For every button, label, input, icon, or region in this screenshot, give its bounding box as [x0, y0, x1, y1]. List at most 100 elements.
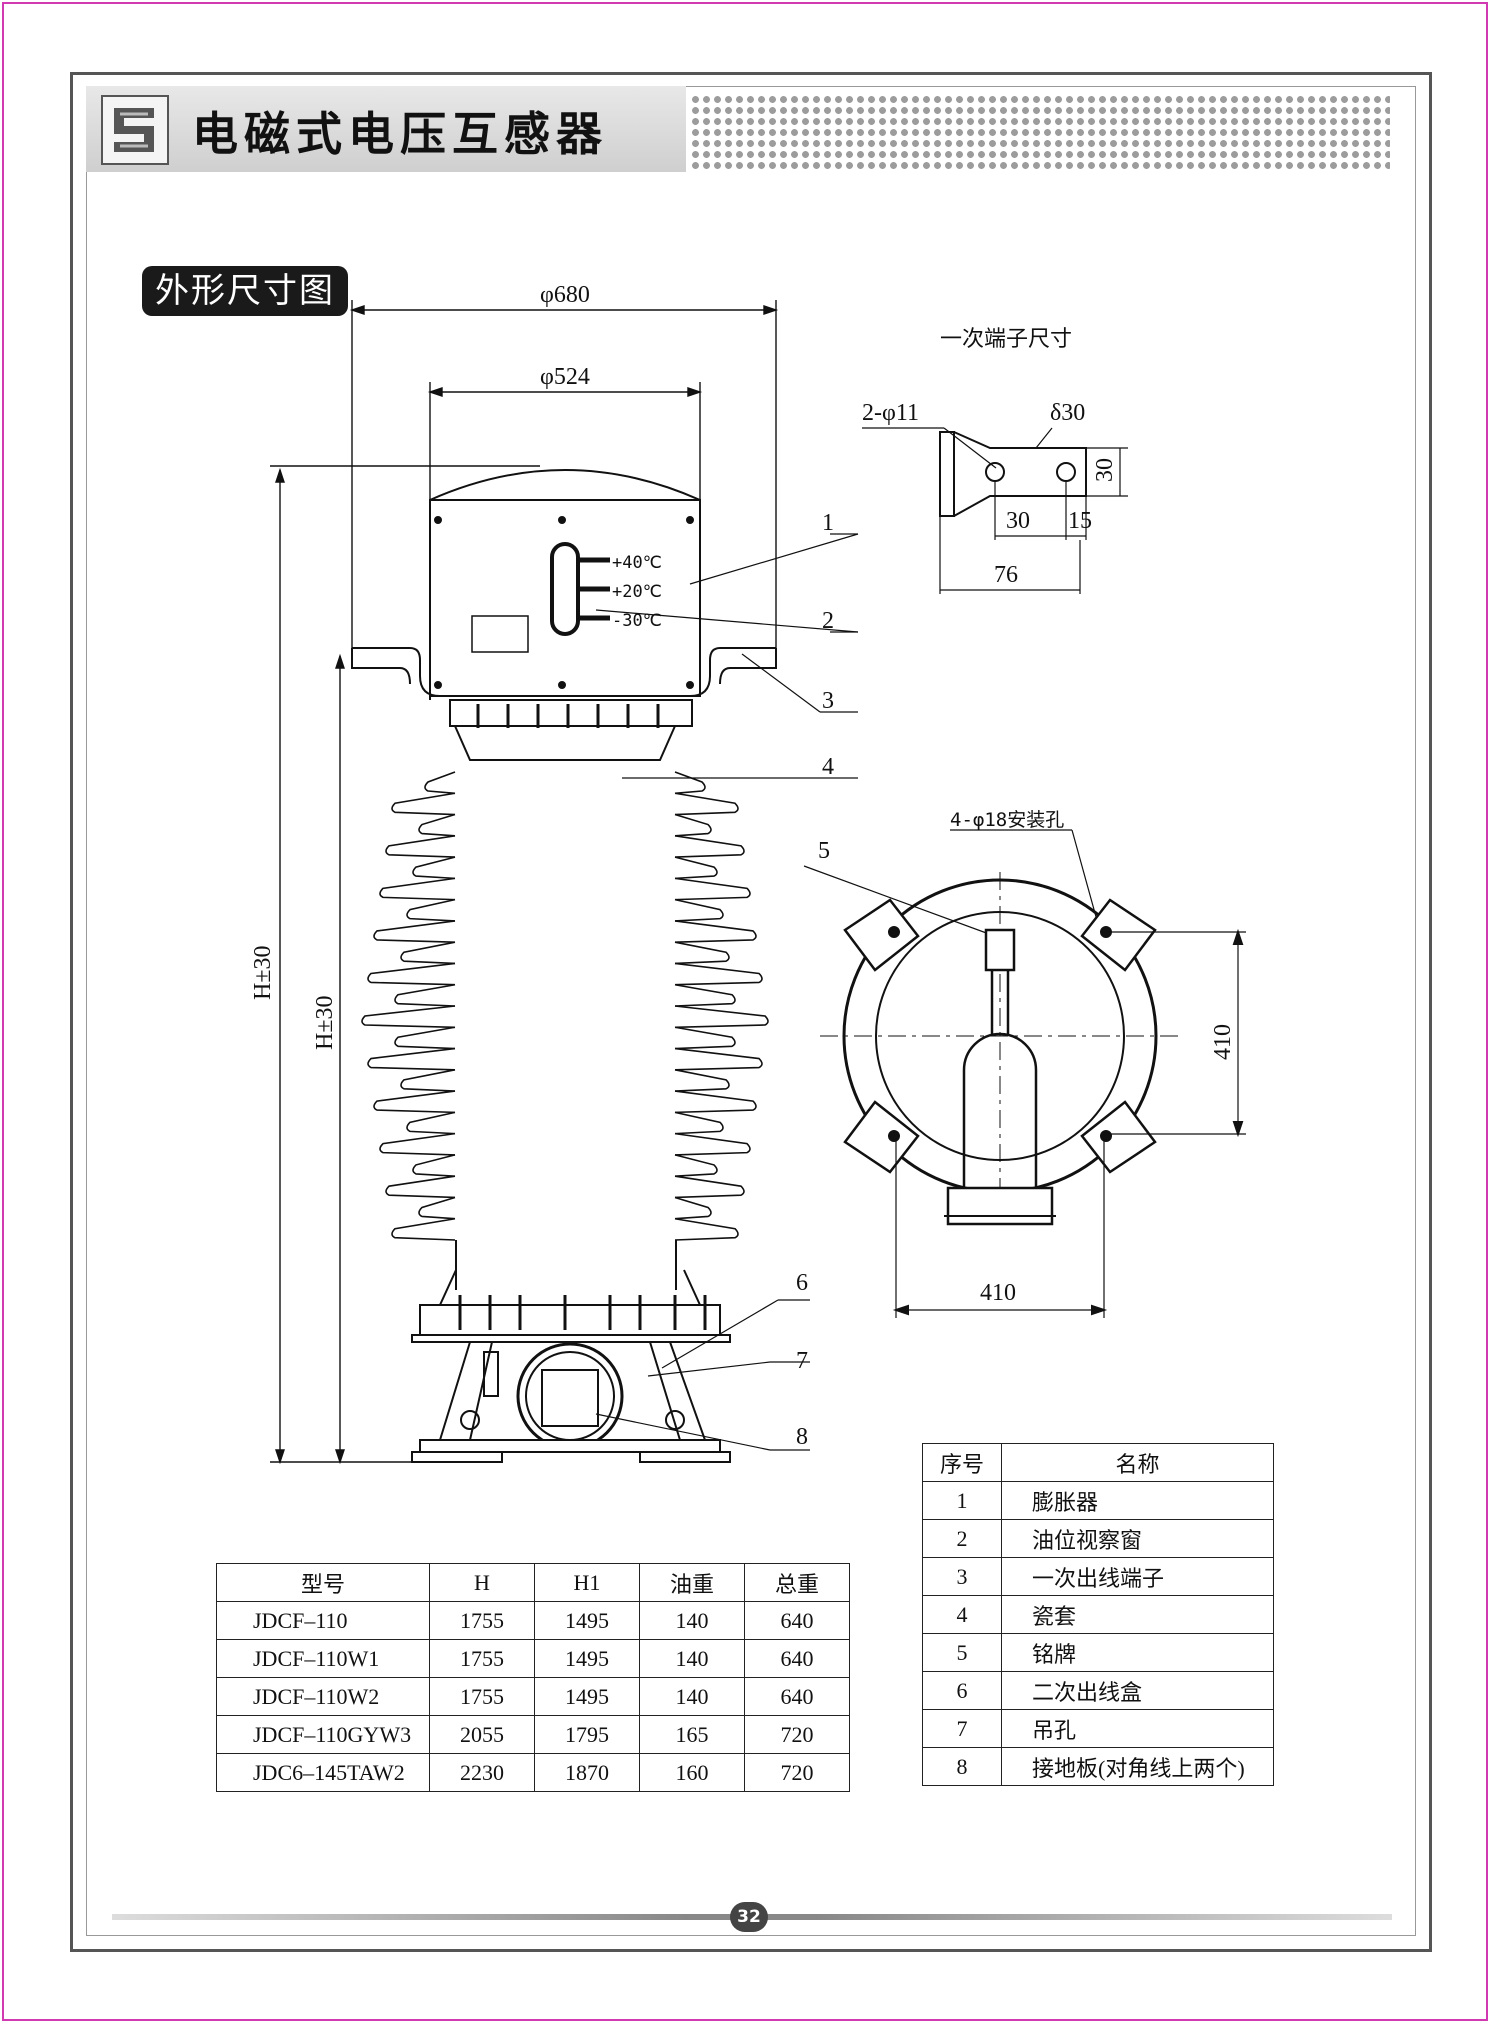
dim-phi680: [349, 300, 779, 660]
table-cell: 1795: [533, 1715, 640, 1754]
porcelain-shed: [412, 1154, 718, 1177]
table-cell: 640: [743, 1601, 851, 1640]
page-frame: [70, 72, 1432, 1952]
callout-4: 4: [822, 754, 834, 780]
terminal-dim-15: 15: [1068, 508, 1092, 534]
callout-5: 5: [818, 838, 830, 864]
porcelain-shed: [394, 983, 736, 1007]
base-dim-410-vertical: 410: [1210, 1024, 1236, 1060]
parts-table-header: 序号 名称: [922, 1443, 1274, 1482]
outline-drawing: φ680 φ524 H±30 H±30 +40℃ +20℃ -30℃: [250, 282, 1246, 1465]
mount-hole-label: 4-φ18安装孔: [950, 809, 1064, 831]
callout-7: 7: [796, 1348, 808, 1374]
table-cell: 1870: [533, 1753, 640, 1792]
base-dim-410-horizontal: 410: [980, 1280, 1016, 1306]
porcelain-shed: [391, 1217, 739, 1241]
terminal-detail: [862, 427, 1128, 594]
callout-3: 3: [822, 688, 834, 714]
part-name: 膨胀器: [1001, 1481, 1274, 1520]
terminal-thickness-label: δ30: [1050, 400, 1085, 426]
part-name: 瓷套: [1001, 1595, 1274, 1634]
part-name: 接地板(对角线上两个): [1001, 1747, 1274, 1786]
porcelain-shed: [367, 962, 763, 986]
porcelain-shed: [379, 1132, 751, 1156]
base-assembly: [411, 1269, 731, 1463]
table-cell: 160: [638, 1753, 745, 1792]
porcelain-shed: [418, 1196, 712, 1220]
porcelain-shed: [418, 813, 712, 837]
part-name: 二次出线盒: [1001, 1671, 1274, 1710]
part-name: 一次出线端子: [1001, 1557, 1274, 1596]
terminal-hole-label: 2-φ11: [862, 400, 919, 426]
model-cell: JDCF–110GYW3: [216, 1715, 430, 1754]
terminal-dim-30-vertical: 30: [1092, 458, 1118, 482]
s-logo-icon: [101, 95, 169, 165]
callout-leaders: [595, 533, 859, 1451]
table-cell: 140: [638, 1639, 745, 1678]
table-cell: 720: [743, 1753, 851, 1792]
part-name: 吊孔: [1001, 1709, 1274, 1748]
table-cell: 1755: [429, 1639, 535, 1678]
header-cell: H1: [533, 1563, 640, 1602]
page-number: 32: [730, 1902, 768, 1932]
header-cell: 型号: [216, 1563, 430, 1602]
porcelain-shed: [385, 1175, 745, 1199]
model-cell: JDCF–110W1: [216, 1639, 430, 1678]
header-cell: 总重: [743, 1563, 851, 1602]
porcelain-shed: [406, 1111, 724, 1135]
table-cell: 1495: [533, 1601, 640, 1640]
porcelain-shed: [373, 1090, 757, 1114]
callout-6: 6: [796, 1270, 808, 1296]
porcelain-shed: [400, 1069, 730, 1092]
table-cell: 140: [638, 1601, 745, 1640]
top-bolts: [476, 704, 660, 728]
model-table-header: 型号 H H1 油重 总重: [216, 1563, 851, 1602]
part-name: 油位视察窗: [1001, 1519, 1274, 1558]
temp-mark-20: +20℃: [612, 582, 662, 602]
model-table: 型号 H H1 油重 总重 JDCF–110 1755 1495 140 640…: [216, 1563, 851, 1792]
dim-h-label: H±30: [250, 945, 276, 1000]
table-cell: 140: [638, 1677, 745, 1716]
porcelain-shed: [367, 1047, 763, 1071]
part-name: 铭牌: [1001, 1633, 1274, 1672]
table-cell: 1495: [533, 1639, 640, 1678]
base-plan-view: [803, 829, 1246, 1318]
table-cell: 720: [743, 1715, 851, 1754]
model-cell: JDC6–145TAW2: [216, 1753, 430, 1792]
dim-phi524: [427, 382, 703, 500]
table-cell: 1495: [533, 1677, 640, 1716]
porcelain-shed: [406, 898, 724, 922]
model-cell: JDCF–110W2: [216, 1677, 430, 1716]
porcelain-shed: [361, 1005, 769, 1029]
header-cell: H: [429, 1563, 535, 1602]
header-cell: 油重: [638, 1563, 745, 1602]
porcelain-sheds: [361, 771, 769, 1241]
table-row: JDCF–110GYW3 2055 1795 165 720: [216, 1715, 851, 1754]
porcelain-shed: [385, 835, 745, 858]
porcelain-shed: [412, 856, 718, 880]
table-cell: 2230: [429, 1753, 535, 1792]
table-cell: 640: [743, 1639, 851, 1678]
header-dot-pattern: [690, 94, 1390, 170]
part-number: 6: [922, 1671, 1002, 1710]
section-title: 外形尺寸图: [142, 266, 348, 316]
dim-phi524-label: φ524: [540, 364, 590, 390]
part-number: 5: [922, 1633, 1002, 1672]
part-number: 3: [922, 1557, 1002, 1596]
primary-terminal-flanges: [351, 647, 777, 700]
porcelain-shed: [394, 1026, 736, 1050]
table-cell: 640: [743, 1677, 851, 1716]
part-number: 7: [922, 1709, 1002, 1748]
part-number: 4: [922, 1595, 1002, 1634]
dim-h1-label: H±30: [312, 995, 338, 1050]
